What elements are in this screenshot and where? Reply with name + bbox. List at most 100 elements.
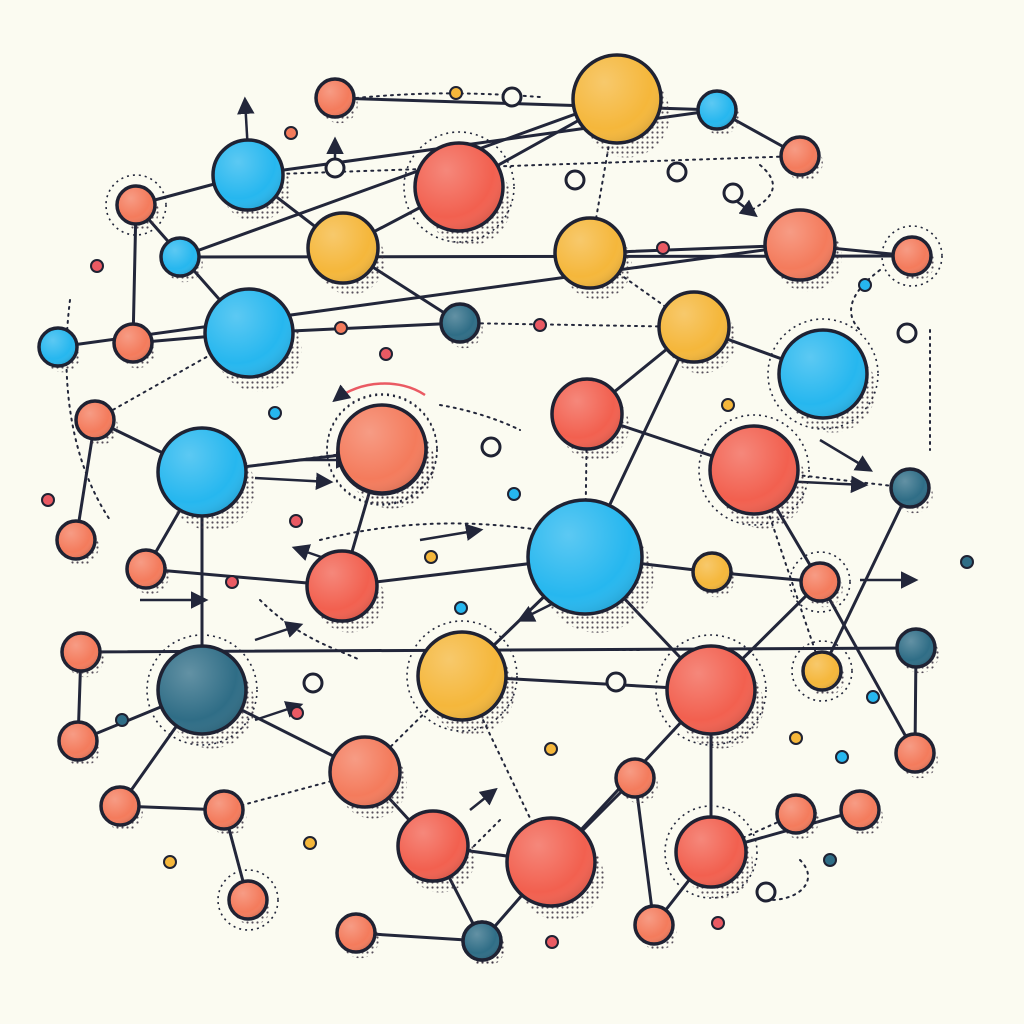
node-n42 xyxy=(217,869,279,931)
small-dot xyxy=(379,347,393,361)
small-dot xyxy=(41,493,55,507)
node-ring xyxy=(698,414,810,526)
node-n28 xyxy=(526,498,654,633)
node-n7 xyxy=(105,174,167,236)
node-n32 xyxy=(146,634,258,749)
node-n24 xyxy=(698,414,810,529)
node-highlight xyxy=(103,789,137,823)
node-highlight xyxy=(400,813,466,879)
small-dot xyxy=(424,550,438,564)
node-n10 xyxy=(763,208,842,292)
arrow-connector xyxy=(734,199,758,218)
node-n43 xyxy=(396,809,476,893)
node-ring xyxy=(767,318,879,430)
node-highlight xyxy=(163,240,197,274)
node-n22 xyxy=(156,426,255,531)
node-ring xyxy=(664,805,758,899)
node-n48 xyxy=(633,904,677,951)
node-n4 xyxy=(779,135,823,182)
small-dot xyxy=(90,259,104,273)
node-highlight xyxy=(78,403,112,437)
node-n27 xyxy=(305,549,385,633)
arrow-connector xyxy=(254,472,334,490)
node-highlight xyxy=(420,634,504,718)
node-n14 xyxy=(112,322,156,369)
nodes-layer xyxy=(37,53,943,967)
hollow-marker xyxy=(501,86,523,108)
node-n19 xyxy=(74,399,118,446)
edge-n24-n31 xyxy=(753,469,911,489)
node-highlight xyxy=(554,381,620,447)
small-dot xyxy=(290,706,304,720)
small-dot xyxy=(303,836,317,850)
node-highlight xyxy=(318,81,352,115)
edge-n38-n41 xyxy=(223,771,366,811)
small-dot xyxy=(866,690,880,704)
node-n44 xyxy=(505,816,604,921)
small-dot xyxy=(960,555,974,569)
node-highlight xyxy=(417,145,501,229)
small-dot xyxy=(163,855,177,869)
node-highlight xyxy=(530,502,640,612)
node-highlight xyxy=(695,555,729,589)
node-highlight xyxy=(893,471,927,505)
dotted-connector xyxy=(747,164,774,213)
node-n5 xyxy=(211,138,290,222)
node-highlight xyxy=(678,819,744,885)
node-n34 xyxy=(655,634,767,749)
node-n2 xyxy=(571,53,670,158)
small-dot xyxy=(858,278,872,292)
arrow-connector xyxy=(469,787,498,811)
dotted-connector xyxy=(459,819,501,861)
node-highlight xyxy=(310,215,376,281)
node-highlight xyxy=(779,797,813,831)
node-highlight xyxy=(669,648,753,732)
node-highlight xyxy=(160,430,244,514)
node-n11 xyxy=(159,236,203,283)
node-n16 xyxy=(439,302,483,349)
edge-n37-n30 xyxy=(818,580,917,755)
hollow-marker xyxy=(564,169,586,191)
small-dot xyxy=(835,750,849,764)
small-dot xyxy=(334,321,348,335)
node-n18 xyxy=(767,318,879,433)
node-highlight xyxy=(843,793,877,827)
node-n23 xyxy=(326,393,438,508)
node-highlight xyxy=(575,57,659,141)
node-n51 xyxy=(461,920,505,967)
node-n15 xyxy=(203,287,302,392)
dotted-connector xyxy=(850,269,881,331)
node-highlight xyxy=(509,820,593,904)
node-highlight xyxy=(332,739,398,805)
node-n52 xyxy=(839,789,883,836)
edge-n2-n11 xyxy=(178,97,619,259)
node-n39 xyxy=(57,720,101,767)
node-ring xyxy=(326,393,438,505)
node-n50 xyxy=(335,912,379,959)
node-n53 xyxy=(60,631,104,678)
node-n35 xyxy=(791,640,853,702)
small-dot xyxy=(545,935,559,949)
node-highlight xyxy=(781,332,865,416)
dotted-connector xyxy=(319,522,541,541)
node-n46 xyxy=(664,805,758,899)
node-n33 xyxy=(406,620,518,735)
node-highlight xyxy=(898,736,932,770)
accent-arc xyxy=(332,382,426,403)
hollow-marker xyxy=(324,157,346,179)
node-n40 xyxy=(99,785,143,832)
arrow-connector xyxy=(819,438,874,472)
node-highlight xyxy=(340,407,424,491)
node-n13 xyxy=(37,326,81,373)
small-dot xyxy=(449,86,463,100)
small-dot xyxy=(533,318,547,332)
node-highlight xyxy=(116,326,150,360)
node-n8 xyxy=(306,211,386,295)
node-highlight xyxy=(557,220,623,286)
small-dot xyxy=(721,398,735,412)
arrow-connector xyxy=(254,621,304,642)
small-dot xyxy=(268,406,282,420)
decorations-layer xyxy=(41,86,974,949)
node-highlight xyxy=(783,139,817,173)
